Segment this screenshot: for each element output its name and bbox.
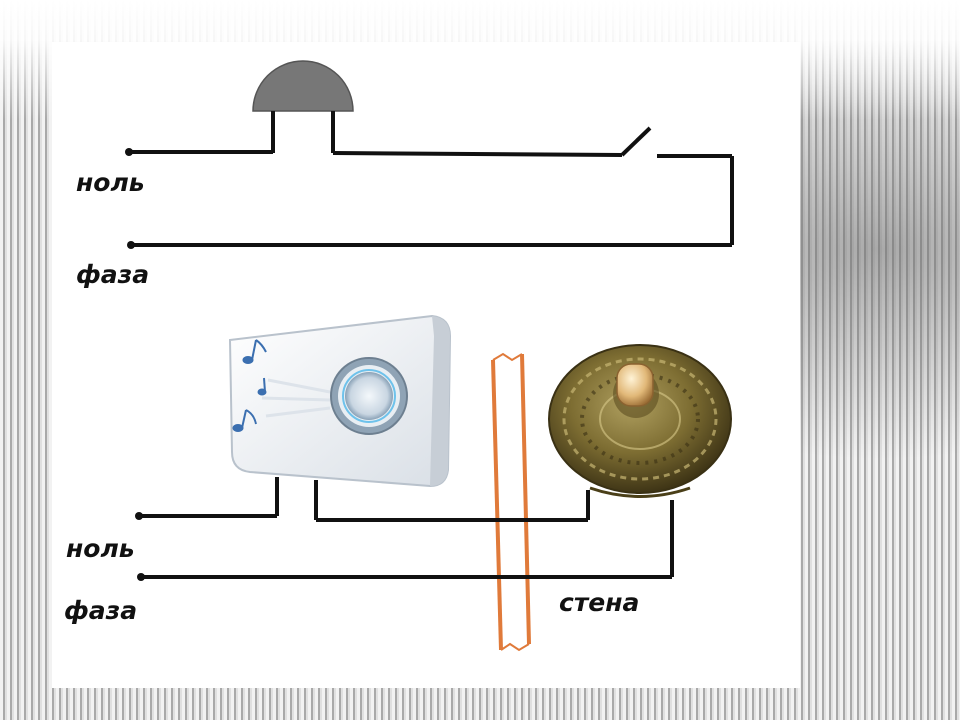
music-note-icon <box>232 339 267 432</box>
phase-label-bottom: фаза <box>64 596 138 625</box>
bottom-circuit <box>135 477 674 581</box>
bell-to-switch-wire <box>332 151 623 157</box>
phase-label-top: фаза <box>76 260 150 289</box>
wall-label: стена <box>559 588 640 617</box>
wall-icon <box>491 352 531 652</box>
top-circuit <box>125 60 734 249</box>
neutral-label-top: ноль <box>76 168 145 197</box>
push-knob <box>616 363 654 407</box>
doorbell-button-icon <box>548 344 732 498</box>
door-chime-icon <box>228 314 452 488</box>
chime-button <box>345 372 393 420</box>
neutral-label-bottom: ноль <box>66 534 135 563</box>
switch-blade <box>620 126 652 157</box>
bell-icon <box>252 60 354 112</box>
